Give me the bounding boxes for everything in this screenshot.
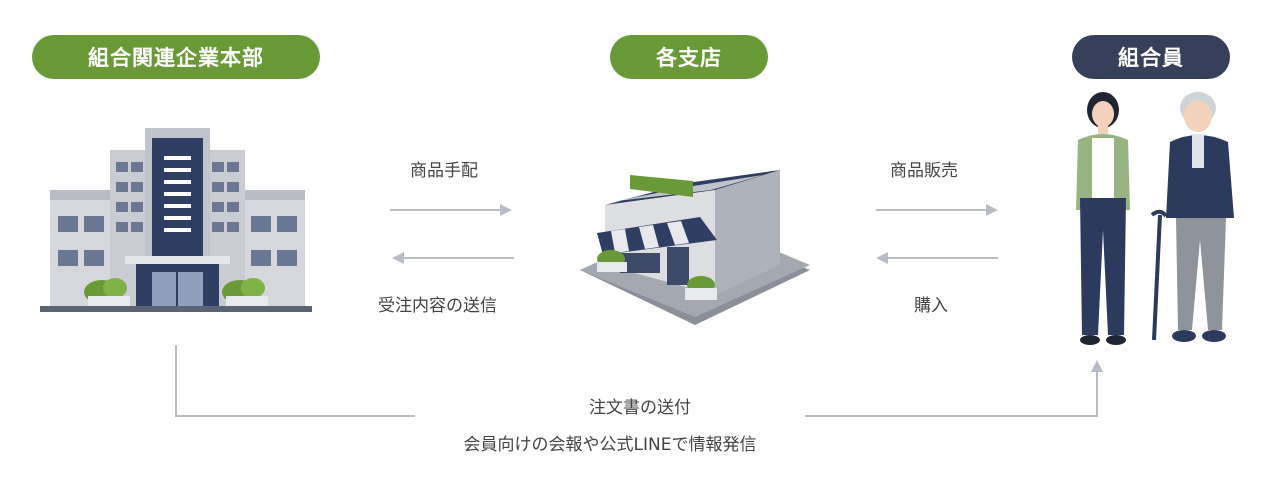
members-people-icon: [1076, 92, 1234, 345]
branch-label: 各支店: [610, 35, 768, 79]
flow-label-order-form: 注文書の送付: [589, 398, 691, 418]
branch-store-icon: [580, 170, 810, 325]
members-label: 組合員: [1072, 35, 1230, 79]
flow-label-newsletter-line: 会員向けの会報や公式LINEで情報発信: [463, 435, 757, 455]
hq-building-icon: [40, 128, 312, 312]
hq-label: 組合関連企業本部: [32, 35, 320, 79]
flow-label-order-arrangement: 商品手配: [410, 161, 478, 181]
flow-label-order-transmission: 受注内容の送信: [378, 296, 497, 316]
flow-label-product-sales: 商品販売: [890, 161, 958, 181]
flow-label-purchase: 購入: [914, 296, 948, 316]
